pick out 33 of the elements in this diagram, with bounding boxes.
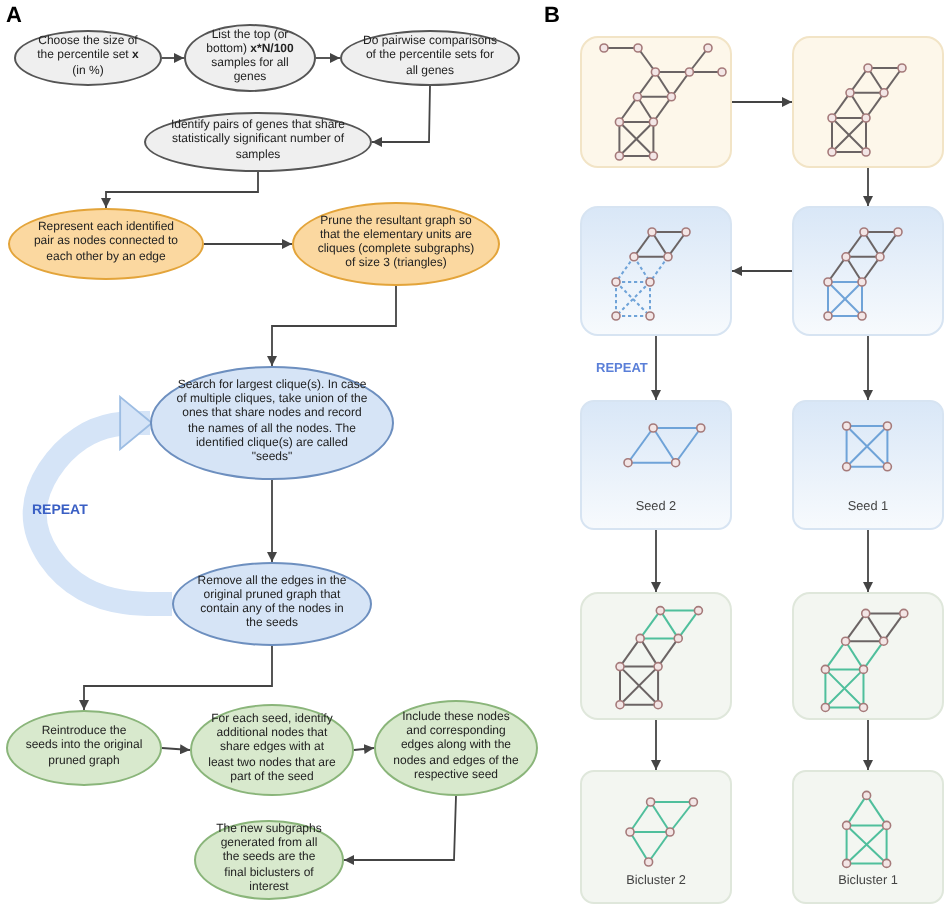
arrow bbox=[371, 85, 431, 147]
arrow bbox=[161, 744, 191, 755]
graph-panel bbox=[580, 36, 732, 168]
arrow bbox=[79, 645, 273, 711]
graph-panel bbox=[792, 400, 944, 530]
graph-panel bbox=[580, 770, 732, 904]
arrow bbox=[863, 335, 873, 401]
arrow bbox=[863, 719, 873, 771]
panel-letter: A bbox=[6, 4, 22, 28]
graph-panel bbox=[792, 206, 944, 336]
graph-panel bbox=[580, 400, 732, 530]
arrow bbox=[315, 53, 341, 63]
arrow bbox=[863, 167, 873, 207]
graph-panel bbox=[792, 36, 944, 168]
arrow bbox=[863, 529, 873, 593]
arrow bbox=[651, 335, 661, 401]
arrow bbox=[353, 744, 375, 754]
arrow bbox=[651, 529, 661, 593]
panel-letter: B bbox=[544, 4, 560, 28]
graph-panel bbox=[580, 592, 732, 720]
arrow bbox=[161, 53, 185, 63]
repeat-arrow bbox=[22, 395, 172, 616]
graph-panel bbox=[792, 770, 944, 904]
arrow bbox=[267, 285, 397, 367]
arrow bbox=[343, 795, 457, 865]
graph-panel bbox=[792, 592, 944, 720]
arrow bbox=[203, 239, 293, 249]
arrow bbox=[731, 97, 793, 107]
arrow bbox=[267, 479, 277, 563]
graph-panel bbox=[580, 206, 732, 336]
arrow bbox=[731, 266, 793, 276]
arrow bbox=[651, 719, 661, 771]
arrow bbox=[101, 171, 259, 209]
